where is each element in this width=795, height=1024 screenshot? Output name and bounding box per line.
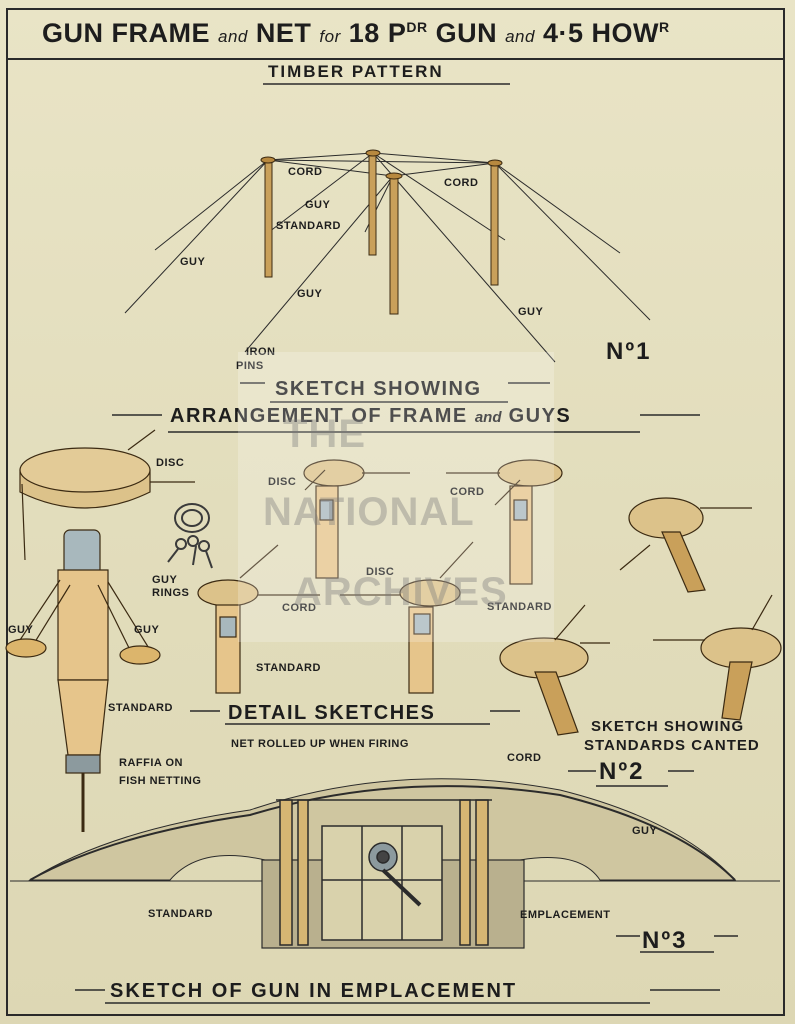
sketch-1-heading-rules: [112, 83, 700, 433]
detail-large-disc: [19, 429, 195, 561]
label-guy-left: GUY: [180, 256, 206, 268]
watermark-line-3: ARCHIVES: [293, 570, 508, 614]
label-guy-emplacement: GUY: [632, 825, 658, 837]
label-cord-2: CORD: [450, 486, 485, 498]
title-part-2: NET: [255, 18, 312, 48]
sketch-1-heading-line-2: ARRANGEMENT OF FRAME and GUYS: [170, 405, 571, 428]
watermark-line-1: THE: [283, 412, 366, 456]
title-for: for: [319, 27, 341, 46]
detail-disc-pair-top: [303, 459, 563, 585]
canted-standards-sketch: [499, 497, 782, 736]
label-disc-3: DISC: [366, 566, 395, 578]
sketch-2-heading: DETAIL SKETCHES: [228, 702, 436, 724]
label-standard-emplacement: STANDARD: [148, 908, 213, 920]
sketch-1-heading-part-a: ARRANGEMENT OF FRAME: [170, 405, 468, 427]
drawing-title: GUN FRAME and NET for 18 PDR GUN and 4·5…: [42, 18, 670, 49]
title-part-4: GUN: [435, 18, 498, 48]
label-raffia-1: RAFFIA ON: [119, 757, 183, 769]
label-raffia-2: FISH NETTING: [119, 775, 202, 787]
guy-rings-sketch: [167, 503, 213, 569]
title-part-1: GUN FRAME: [42, 18, 210, 48]
title-box: [6, 8, 785, 60]
title-and-1: and: [218, 27, 248, 46]
label-standard-4: STANDARD: [256, 662, 321, 674]
title-sup-1: DR: [406, 19, 428, 35]
label-cord-3: CORD: [282, 602, 317, 614]
label-cord-left: CORD: [288, 166, 323, 178]
label-guy-center: GUY: [305, 199, 331, 211]
sketch-1-standards: [260, 149, 503, 315]
label-standard: STANDARD: [276, 220, 341, 232]
label-guy-left-detail: GUY: [8, 624, 34, 636]
label-cord-right: CORD: [444, 177, 479, 189]
sketch-1-frame: [124, 152, 651, 363]
sketch-2-number: Nº2: [599, 758, 645, 785]
sketch-1-number: Nº1: [606, 338, 652, 365]
label-guy-mid: GUY: [297, 288, 323, 300]
emplacement-frame: [276, 799, 492, 946]
sketch-1-heading-part-b: GUYS: [508, 405, 572, 427]
label-guy-right: GUY: [518, 306, 544, 318]
sketch-2-note: NET ROLLED UP WHEN FIRING: [231, 738, 409, 750]
label-standard-3: STANDARD: [487, 601, 552, 613]
label-guy-right-detail: GUY: [134, 624, 160, 636]
title-part-3: 18 P: [348, 18, 407, 48]
label-guy-rings-1: GUY: [152, 574, 178, 586]
sketch-2-heading-rules: [190, 710, 694, 787]
label-standard-left: STANDARD: [108, 702, 173, 714]
detail-standard-with-guys: [5, 529, 161, 832]
sketch-1-heading-line-1: SKETCH SHOWING: [275, 378, 482, 400]
label-emplacement: EMPLACEMENT: [520, 909, 611, 921]
archive-watermark: THE NATIONAL ARCHIVES: [238, 352, 554, 642]
sheet-border: [6, 8, 785, 1016]
sketch-3-heading-rules: [75, 935, 738, 1004]
title-part-5: 4·5 HOW: [542, 18, 659, 48]
label-disc-2: DISC: [268, 476, 297, 488]
drawing-subtitle: TIMBER PATTERN: [268, 62, 444, 81]
detail-disc-pair-bottom: [197, 541, 474, 694]
label-iron-pins-1: IRON: [246, 346, 276, 358]
sketch-1-heading-and: and: [474, 409, 502, 426]
title-and-2: and: [505, 27, 535, 46]
title-sup-2: R: [659, 19, 670, 35]
label-disc-1: DISC: [156, 457, 185, 469]
sketch-3-heading: SKETCH OF GUN IN EMPLACEMENT: [110, 980, 518, 1002]
canted-caption-line-2: STANDARDS CANTED: [584, 737, 760, 754]
watermark-line-2: NATIONAL: [263, 490, 475, 534]
canted-caption-line-1: SKETCH SHOWING: [591, 718, 745, 735]
sketch-3-number: Nº3: [642, 927, 688, 954]
label-guy-rings-2: RINGS: [152, 587, 190, 599]
label-cord-4: CORD: [507, 752, 542, 764]
label-iron-pins-2: PINS: [236, 360, 264, 372]
